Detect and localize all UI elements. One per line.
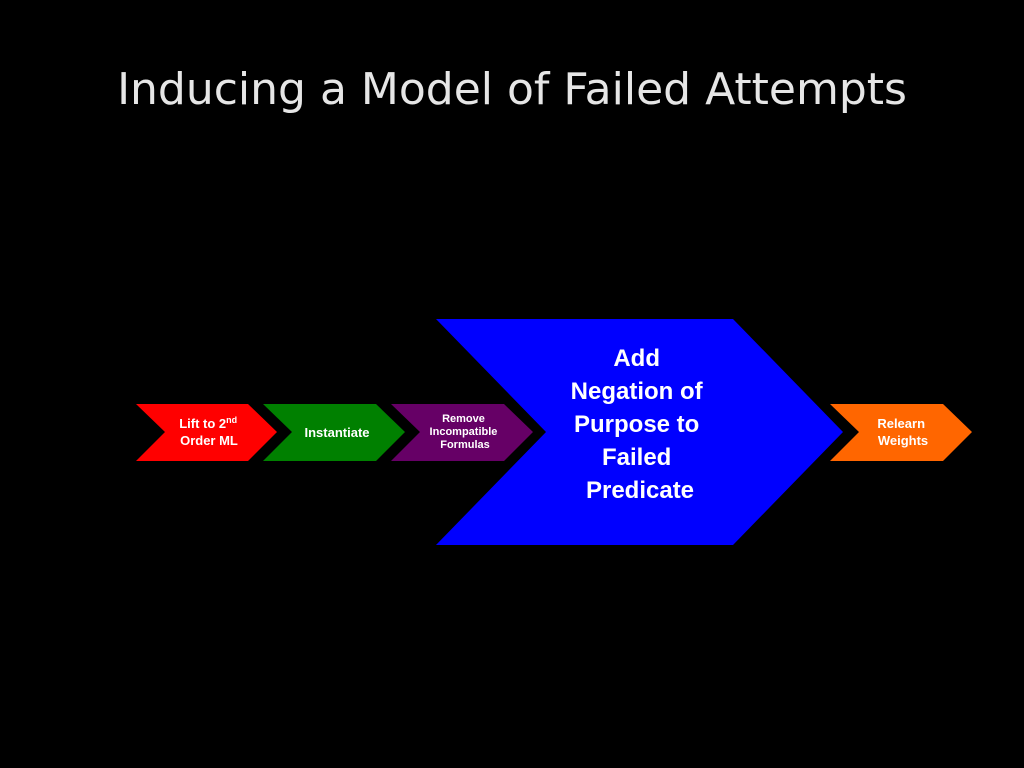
chevron-label-remove-line-2: Incompatible (430, 426, 498, 438)
chevron-label-lift-line-2: Order ML (180, 433, 238, 448)
chevron-shape-relearn (830, 404, 972, 461)
chevron-label-negation-line-3: Purpose to (574, 411, 699, 438)
chevron-label-negation: Add Negation of Purpose to Failed Predic… (571, 345, 710, 504)
chevron-step-relearn: Relearn Weights (830, 404, 972, 461)
chevron-label-lift: Lift to 2nd Order ML (179, 411, 241, 448)
chevron-shape-lift (136, 404, 277, 461)
chevron-step-instantiate: Instantiate (263, 404, 405, 461)
lift-superscript: nd (226, 415, 237, 425)
chevron-label-remove: Remove Incompatible Formulas (430, 413, 501, 451)
chevron-shape-instantiate (263, 404, 405, 461)
chevron-label-negation-line-2: Negation of (571, 378, 704, 405)
chevron-label-lift-line-1: Lift to 2nd (179, 415, 237, 431)
chevron-label-instantiate-line-1: Instantiate (304, 425, 369, 440)
chevron-label-negation-line-4: Failed (602, 444, 671, 471)
chevron-label-relearn-line-2: Weights (878, 433, 928, 448)
chevron-shape-negation (436, 319, 843, 545)
chevron-label-negation-line-1: Add (613, 345, 660, 372)
chevron-shape-remove (391, 404, 533, 461)
lift-text: Lift to 2 (179, 416, 226, 431)
chevron-label-relearn: Relearn Weights (877, 416, 928, 448)
chevron-label-instantiate: Instantiate (304, 425, 369, 440)
chevron-step-negation: Add Negation of Purpose to Failed Predic… (436, 319, 843, 545)
chevron-label-remove-line-3: Formulas (440, 439, 490, 451)
slide-title: Inducing a Model of Failed Attempts (117, 64, 907, 115)
chevron-label-remove-line-1: Remove (442, 413, 485, 425)
chevron-step-remove: Remove Incompatible Formulas (391, 404, 533, 461)
chevron-step-lift: Lift to 2nd Order ML (136, 404, 277, 461)
chevron-label-relearn-line-1: Relearn (877, 416, 925, 431)
chevron-label-negation-line-5: Predicate (586, 477, 694, 504)
